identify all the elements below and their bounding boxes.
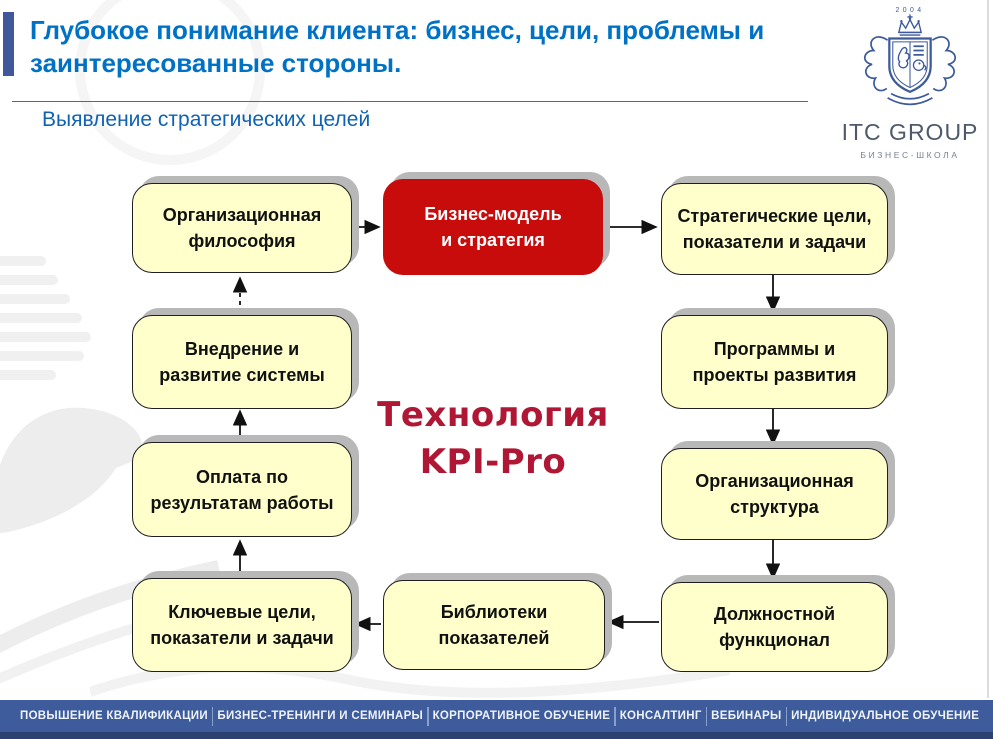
box-business-model: Бизнес-модель и стратегия <box>383 179 603 275</box>
kpi-pro-center-label: Технология KPI-Pro <box>377 395 609 482</box>
box-label: Бизнес-модель и стратегия <box>424 204 562 250</box>
box-label: Должностной функционал <box>713 604 836 650</box>
box-label: Программы и проекты развития <box>692 339 857 385</box>
footer-item-trainings: БИЗНЕС-ТРЕНИНГИ И СЕМИНАРЫ <box>217 710 424 722</box>
box-label: Организационная философия <box>162 205 322 251</box>
logo-name: ITC GROUP <box>841 119 979 145</box>
footer-item-corporate: КОРПОРАТИВНОЕ ОБУЧЕНИЕ <box>432 710 611 722</box>
footer-separator <box>614 706 616 726</box>
logo-year-text: 2004 <box>895 7 924 14</box>
box-label: Оплата по результатам работы <box>150 466 334 513</box>
page-subtitle: Выявление стратегических целей <box>42 108 371 131</box>
footer-bottom-strip <box>0 732 993 739</box>
box-label: Библиотеки показателей <box>438 602 550 648</box>
footer-separator <box>705 706 708 726</box>
footer-separator <box>427 706 429 726</box>
title-accent-bar <box>3 12 14 76</box>
box-label: Стратегические цели, показатели и задачи <box>677 206 872 252</box>
footer-item-consulting: КОНСАЛТИНГ <box>619 710 702 722</box>
footer-item-webinars: ВЕБИНАРЫ <box>711 710 782 722</box>
box-org-philosophy: Организационная философия <box>132 183 352 273</box>
footer-item-individual: ИНДИВИДУАЛЬНОЕ ОБУЧЕНИЕ <box>791 710 980 722</box>
footer-separator <box>211 706 214 726</box>
box-implementation: Внедрение и развитие системы <box>132 315 352 409</box>
box-label: Организационная структура <box>695 471 854 517</box>
box-label: Ключевые цели, показатели и задачи <box>150 602 334 648</box>
footer-item-qualification: ПОВЫШЕНИЕ КВАЛИФИКАЦИИ <box>20 710 208 722</box>
box-pay-for-results: Оплата по результатам работы <box>132 442 352 537</box>
itc-crest-icon: 2004 <box>864 7 956 106</box>
footer-separator <box>785 706 788 726</box>
page-title: Глубокое понимание клиента: бизнес, цели… <box>30 15 765 78</box>
box-indicator-libraries: Библиотеки показателей <box>383 580 605 670</box>
footer-services-bar: ПОВЫШЕНИЕ КВАЛИФИКАЦИИ БИЗНЕС-ТРЕНИНГИ И… <box>0 700 993 732</box>
box-label: Внедрение и развитие системы <box>159 339 325 385</box>
header-divider <box>12 101 808 102</box>
box-job-functional: Должностной функционал <box>661 582 888 672</box>
slide-edge-line <box>987 0 989 698</box>
box-org-structure: Организационная структура <box>661 448 888 540</box>
box-key-goals: Ключевые цели, показатели и задачи <box>132 578 352 672</box>
footer: ПОВЫШЕНИЕ КВАЛИФИКАЦИИ БИЗНЕС-ТРЕНИНГИ И… <box>0 700 993 739</box>
box-strategic-goals: Стратегические цели, показатели и задачи <box>661 183 888 275</box>
itc-group-logo: 2004 <box>835 4 985 160</box>
logo-tagline: БИЗНЕС-ШКОЛА <box>860 150 960 160</box>
box-programs-projects: Программы и проекты развития <box>661 315 888 409</box>
